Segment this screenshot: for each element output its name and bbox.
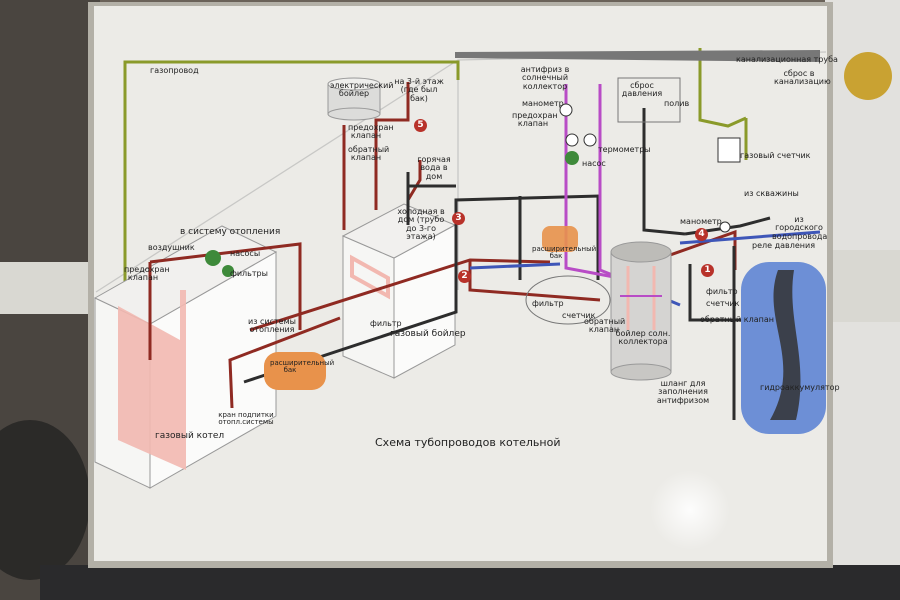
expansion-tank-2 [542, 226, 578, 252]
marker-1: 1 [701, 264, 714, 277]
label-water-relay: реле давления [752, 241, 816, 250]
label-expansion-tank-2: расширительный бак [532, 245, 597, 261]
label-check-valve-1: обратный клапан [348, 145, 390, 163]
label-safety-valve-2: предохран клапан [124, 265, 170, 283]
hose-loop [525, 275, 611, 325]
marker-5: 5 [414, 119, 427, 132]
label-electric-boiler: электрический бойлер [330, 81, 394, 99]
right-white-pipe [830, 250, 900, 322]
pressure-drop-box [617, 77, 681, 123]
label-air-vent: воздушник [148, 243, 195, 252]
label-gas-boiler-box: газовый бойлер [390, 329, 466, 339]
yellow-valve [844, 52, 892, 100]
gas-boiler [93, 225, 278, 489]
thermometer-gauge-2 [583, 133, 597, 147]
marker-3: 3 [452, 212, 465, 225]
light-glare [650, 470, 730, 550]
label-pumps: насосы [230, 249, 261, 258]
label-safety-valve-3: предохран клапан [512, 111, 558, 129]
label-filter-3: фильтр [706, 287, 738, 296]
diagram-title: Схема тубопроводов котельной [375, 436, 561, 449]
label-meter-2: счетчик [562, 311, 596, 320]
label-pressure-drop: сброс давления [621, 81, 663, 99]
gas-water-heater [341, 203, 457, 379]
label-check-valve-3: обратный клапан [700, 315, 774, 324]
manometer-gauge-2 [719, 221, 731, 233]
label-filters: фильтры [230, 269, 268, 278]
label-floor: полив [664, 99, 690, 108]
hydro-accumulator [741, 262, 826, 434]
label-from-city-water: из городского водопровода [772, 215, 828, 241]
label-antifreeze-solar: антифриз в солнечный коллектор [520, 65, 570, 91]
label-cold-to-home: холодная в дом (трубо до 3-го этажа) [397, 207, 445, 242]
label-sewer-pipe: канализационная труба [736, 55, 838, 64]
electric-boiler [327, 77, 381, 121]
label-filter-2: фильтр [532, 299, 564, 308]
label-sewer-drain: сброс в канализацию [774, 69, 831, 87]
expansion-tank [264, 352, 326, 390]
label-manometer-2: манометр [680, 217, 722, 226]
label-to-3rd-floor: на 3-й этаж (где был бак) [394, 77, 444, 103]
label-hydro-accumulator: гидроаккумулятор [760, 383, 840, 392]
label-hot-water-home: горячая вода в дом [417, 155, 451, 181]
label-refill-valve: кран подпитки отопл.системы [218, 411, 274, 427]
label-antifreeze-hose: шланг для заполнения антифризом [656, 379, 710, 405]
pump-1 [205, 250, 221, 266]
label-meter-3: счетчик [706, 299, 740, 308]
label-filter-1: фильтр [370, 319, 402, 328]
gas-pipe [123, 48, 748, 386]
label-safety-valve-1: предохран клапан [348, 123, 394, 141]
label-gas-meter: газовый счетчик [740, 151, 811, 160]
label-gas-boiler: газовый котел [155, 431, 225, 441]
label-solar-boiler: бойлер солн. коллектора [615, 329, 671, 347]
pump-2 [222, 265, 234, 277]
label-gas-line: газопровод [150, 66, 199, 75]
hot-pipes [148, 82, 737, 409]
solar-boiler [610, 241, 672, 381]
solar-pump [565, 151, 579, 165]
marker-4: 4 [695, 228, 708, 241]
label-manometer: манометр [522, 99, 564, 108]
bottom-stand [40, 565, 900, 600]
label-from-heating: из системы отопления [248, 317, 296, 335]
label-check-valve-2: обратный клапан [584, 317, 626, 335]
label-expansion-tank: расширительный бак [270, 359, 335, 375]
sewer-pipe [455, 50, 820, 62]
manometer-gauge [559, 103, 573, 117]
label-to-heating: в систему отопления [180, 227, 281, 237]
label-pump: насос [582, 159, 606, 168]
thermometer-gauge-1 [565, 133, 579, 147]
marker-2: 2 [458, 270, 471, 283]
label-from-well: из скважины [744, 189, 799, 198]
gas-meter-device [717, 137, 741, 163]
dark-pipe-bottom-left [0, 420, 90, 580]
label-thermometers: термометры [598, 145, 651, 154]
